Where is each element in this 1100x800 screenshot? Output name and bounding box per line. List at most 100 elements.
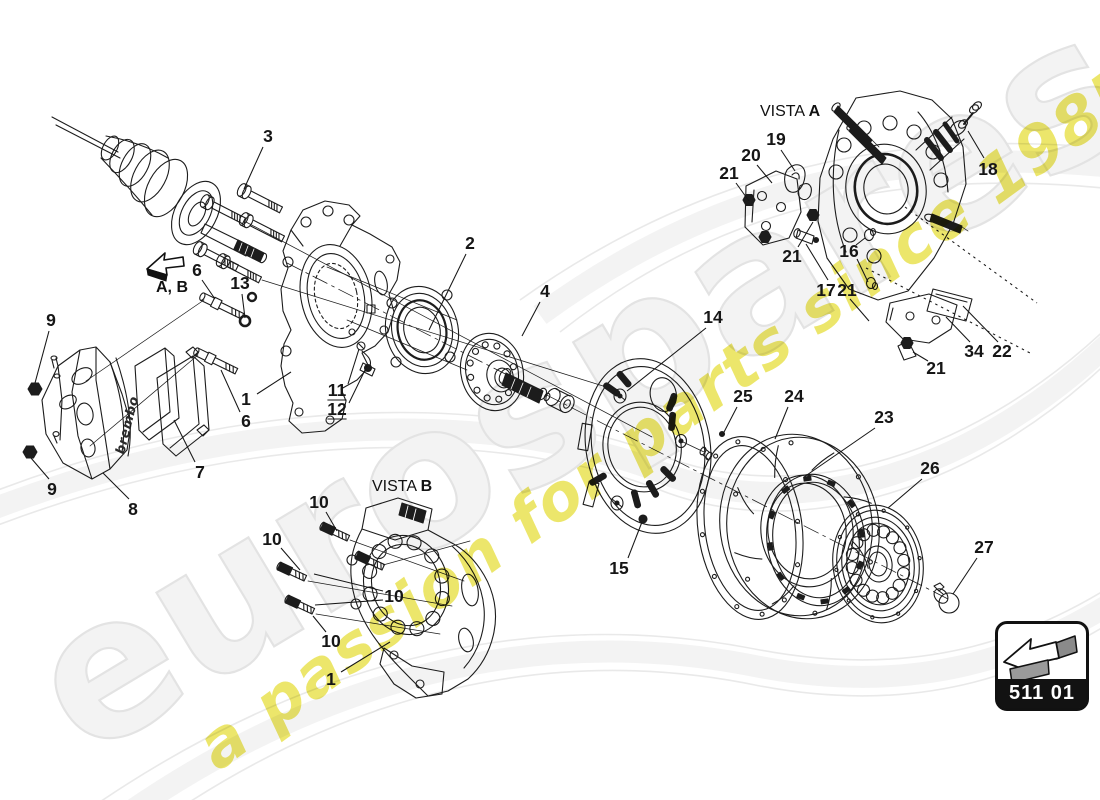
leader-line: [735, 182, 750, 202]
drive-shaft: [51, 116, 268, 264]
leader-line: [912, 351, 929, 362]
leader-line: [347, 348, 360, 385]
leader-line: [325, 511, 338, 532]
vista-b-prefix: VISTA: [372, 478, 421, 495]
leader-line: [855, 237, 866, 246]
leader-line: [722, 406, 738, 435]
part-number-label: 26: [920, 458, 940, 478]
shim-ring: [696, 436, 804, 620]
direction-label: A, B: [156, 279, 188, 296]
leader-line: [312, 615, 327, 633]
part-number-label: 24: [784, 386, 804, 406]
leader-line: [945, 316, 971, 343]
part-number-label: 21: [926, 358, 946, 378]
dotted-reference-line: [865, 267, 1031, 354]
part-number-label: 10: [262, 529, 282, 549]
section-code-strip: 511 01: [998, 679, 1086, 708]
leader-line: [887, 478, 923, 509]
leader-line: [256, 371, 292, 395]
vista-a-assembly: [742, 90, 982, 361]
leader-line: [102, 472, 130, 500]
leader-line: [952, 557, 978, 595]
part-number-label: 9: [47, 479, 57, 499]
part-number-label: 2: [465, 233, 475, 253]
leader-line: [241, 293, 246, 319]
part-number-label: 13: [230, 273, 250, 293]
leader-line: [34, 330, 50, 384]
part-number-label: 10: [309, 492, 329, 512]
part-number-label: 21: [719, 163, 739, 183]
part-number-label: 23: [874, 407, 894, 427]
vista-b-title: VISTA B: [372, 478, 432, 496]
leader-line: [797, 221, 814, 248]
part-code-box: 511 01: [995, 621, 1089, 711]
direction-arrow-icon: [146, 252, 185, 282]
part-number-label: 22: [992, 341, 1012, 361]
part-number-label: 8: [128, 499, 138, 519]
abs-sensor: [356, 341, 376, 377]
leader-line: [627, 521, 643, 559]
part-number-label: 34: [964, 341, 984, 361]
part-number-label: 21: [837, 280, 857, 300]
part-number-label: 6: [241, 411, 251, 431]
part-number-label: 18: [978, 159, 998, 179]
leader-line: [340, 641, 391, 673]
leader-line: [173, 419, 196, 463]
backing-plate: [577, 358, 726, 534]
part-number-label: 12: [327, 399, 347, 419]
vista-a-prefix: VISTA: [760, 103, 809, 120]
bell-screw: [933, 582, 960, 614]
leader-line: [967, 130, 985, 159]
part-number-label: 7: [195, 462, 205, 482]
wheel-carrier: [280, 200, 401, 434]
part-number-label: 15: [609, 558, 629, 578]
part-number-label: 10: [384, 586, 404, 606]
vista-b-letter: B: [420, 478, 433, 495]
dotted-reference-line: [904, 206, 1038, 304]
section-code: 511 01: [1008, 682, 1076, 704]
brake-pads: [134, 346, 210, 457]
part-number-label: 16: [839, 241, 859, 261]
part-number-label: 10: [321, 631, 341, 651]
part-number-label: 27: [974, 537, 993, 557]
part-number-label: 20: [741, 145, 761, 165]
alignment-lines: [85, 221, 705, 635]
part-number-label: 3: [263, 126, 273, 146]
disc-bell: [832, 504, 924, 624]
part-number-label: 11: [328, 380, 347, 400]
part-number-label: 9: [46, 310, 56, 330]
leader-line: [313, 573, 384, 592]
caliper-nuts: [22, 382, 43, 459]
part-number-label: 14: [703, 307, 723, 327]
part-number-label: 19: [766, 129, 786, 149]
leader-line: [280, 547, 301, 571]
leader-line: [314, 599, 384, 606]
vista-b-assembly: [346, 497, 497, 699]
leader-line: [428, 253, 467, 331]
part-number-label: 6: [192, 260, 202, 280]
brake-caliper: [41, 346, 132, 480]
leader-line: [201, 279, 216, 300]
drive-ring: [766, 473, 866, 607]
leader-line: [220, 369, 241, 413]
wheel-hub: [459, 332, 575, 414]
leader-line: [803, 427, 876, 478]
leader-line: [856, 258, 869, 283]
leader-line: [774, 406, 789, 440]
vista-a-letter: A: [808, 103, 821, 120]
leader-line: [756, 164, 773, 184]
leader-line: [348, 365, 368, 404]
leader-line: [849, 298, 870, 322]
part-number-label: 17: [816, 280, 835, 300]
wheel-bearing: [384, 285, 460, 375]
leader-line: [962, 305, 999, 343]
leader-line: [521, 301, 541, 337]
part-number-label: 25: [733, 386, 753, 406]
leader-line: [30, 457, 50, 480]
part-number-label: 4: [540, 281, 550, 301]
